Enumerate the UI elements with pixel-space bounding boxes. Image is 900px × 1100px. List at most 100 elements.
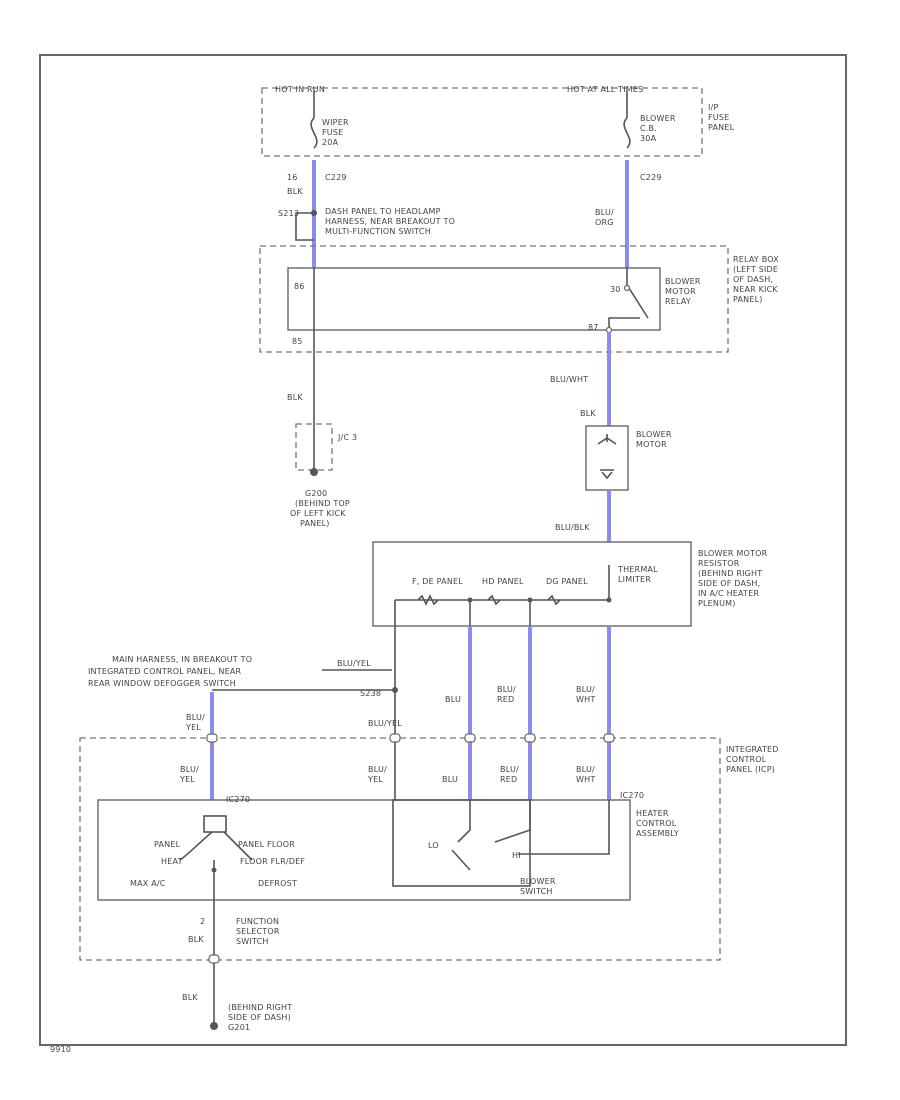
blower-cb-label-2: C.B. [640,124,657,133]
relay-label-1: BLOWER [665,277,701,286]
blu-blk-label: BLU/BLK [555,523,590,532]
function-left-label-1: PANEL [154,840,181,849]
g201-ground-symbol [210,1022,218,1030]
blu-wht-a-label-1: BLU/ [576,685,595,694]
wiper-fuse-label-3: 20A [322,138,339,147]
resistor-label-4: SIDE OF DASH, [698,579,760,588]
fuse-panel-label-2: FUSE [708,113,729,122]
blu-icp-mid-label: BLU [442,775,458,784]
resistor-elements [417,594,561,606]
defrost-label: DEFROST [258,879,297,888]
blu-mid-a-label: BLU [445,695,461,704]
thermal-limiter-2: LIMITER [618,575,651,584]
g200-label-3: OF LEFT KICK [290,509,346,518]
blu-yel-icp-mid-label-2: YEL [367,775,383,784]
wiper-fuse-label-1: WIPER [322,118,349,127]
relay-switch-output [608,317,640,330]
resistor-label-5: IN A/C HEATER [698,589,759,598]
blk-bottom-1-label: BLK [188,935,204,944]
main-harness-note-3: REAR WINDOW DEFOGGER SWITCH [88,679,236,688]
heater-label-2: CONTROL [636,819,677,828]
harness-note-2: HARNESS, NEAR BREAKOUT TO [325,217,455,226]
relay-pin-86: 86 [294,282,305,291]
blu-yel-icp-left-label-2: YEL [179,775,195,784]
blower-cb-label-1: BLOWER [640,114,676,123]
icp-connector-530 [524,733,536,743]
pin-2-label: 2 [200,917,205,926]
resistor-label-6: PLENUM) [698,599,736,608]
harness-note-3: MULTI-FUNCTION SWITCH [325,227,431,236]
harness-note-1: DASH PANEL TO HEADLAMP [325,207,441,216]
g200-ground-symbol [310,468,318,476]
icp-connector-212 [206,733,218,743]
blu-wht-a-label-2: WHT [576,695,595,704]
fuse-panel-label-1: I/P [708,103,718,112]
blu-red-a-label-2: RED [497,695,514,704]
blower-motor-resistor [372,541,692,627]
heater-control-assembly [97,799,631,901]
function-selector-contacts [203,815,227,833]
main-harness-note-1: MAIN HARNESS, IN BREAKOUT TO [112,655,252,664]
relay-pin-87-connector [605,326,613,334]
function-selector-label-1: FUNCTION [236,917,279,926]
blu-yel-icp-mid-label-1: BLU/ [368,765,387,774]
hot-at-all-times-label: HOT AT ALL TIMES [567,85,643,94]
function-selector-arm [179,831,253,861]
blu-wht-icp-label-2: WHT [576,775,595,784]
g201-label-3: G201 [228,1023,250,1032]
blk-left-top-label: BLK [287,187,303,196]
function-selector-label-3: SWITCH [236,937,269,946]
g200-label-1: G200 [305,489,327,498]
relay-pin-85: 85 [292,337,303,346]
blower-switch-lo-contact [451,849,471,871]
panel-label-fde: F, DE PANEL [412,577,463,586]
relay-box-label-1: RELAY BOX [733,255,779,264]
pin-16-label: 16 [287,173,298,182]
panel-label-dg: DG PANEL [546,577,588,586]
relay-pin-30: 30 [610,285,621,294]
blower-motor-symbol [597,434,617,480]
blower-switch-label-2: SWITCH [520,887,553,896]
ic270-left-label: IC270 [226,795,250,804]
thermal-limiter-1: THERMAL [617,565,658,574]
fuse-panel-label-3: PANEL [708,123,735,132]
panel-label-hd: HD PANEL [482,577,524,586]
relay-box [259,245,729,353]
blu-org-label-1: BLU/ [595,208,614,217]
blu-yel-left-label-2: YEL [185,723,201,732]
wiper-fuse-symbol [310,117,318,149]
function-selector-label-2: SELECTOR [236,927,280,936]
blk-ground-label: BLK [287,393,303,402]
resistor-label-1: BLOWER MOTOR [698,549,768,558]
g200-label-2: (BEHIND TOP [295,499,350,508]
relay-box-label-5: PANEL) [733,295,763,304]
g201-label-1: (BEHIND RIGHT [228,1003,292,1012]
blower-switch-arm [494,800,610,855]
g200-label-4: PANEL) [300,519,330,528]
function-left-label-2: HEAT [161,857,183,866]
icp-connector-470 [464,733,476,743]
blower-switch-hi-contact [457,800,471,843]
heater-label-1: HEATER [636,809,669,818]
blu-wht-1-label: BLU/WHT [550,375,588,384]
blu-red-icp-label-2: RED [500,775,517,784]
footer-code: 9910 [50,1045,71,1054]
blu-yel-mid-label: BLU/YEL [368,719,402,728]
resistor-node-609 [606,597,612,603]
resistor-legs [394,600,531,626]
resistor-label-3: (BEHIND RIGHT [698,569,762,578]
relay-pin-30-connector [623,284,631,292]
function-mid-label-2: FLOOR FLR/DEF [240,857,305,866]
g201-label-2: SIDE OF DASH) [228,1013,291,1022]
blk-bottom-2-label: BLK [182,993,198,1002]
blower-motor-relay [287,267,661,331]
icp-label-2: CONTROL [726,755,767,764]
icp-label-1: INTEGRATED [726,745,779,754]
blu-yel-top-label: BLU/YEL [337,659,371,668]
blu-yel-left-label-1: BLU/ [186,713,205,722]
s238-label: S238 [360,689,381,698]
max-ac-label: MAX A/C [130,879,166,888]
blk-motor-label: BLK [580,409,596,418]
heater-label-3: ASSEMBLY [636,829,679,838]
